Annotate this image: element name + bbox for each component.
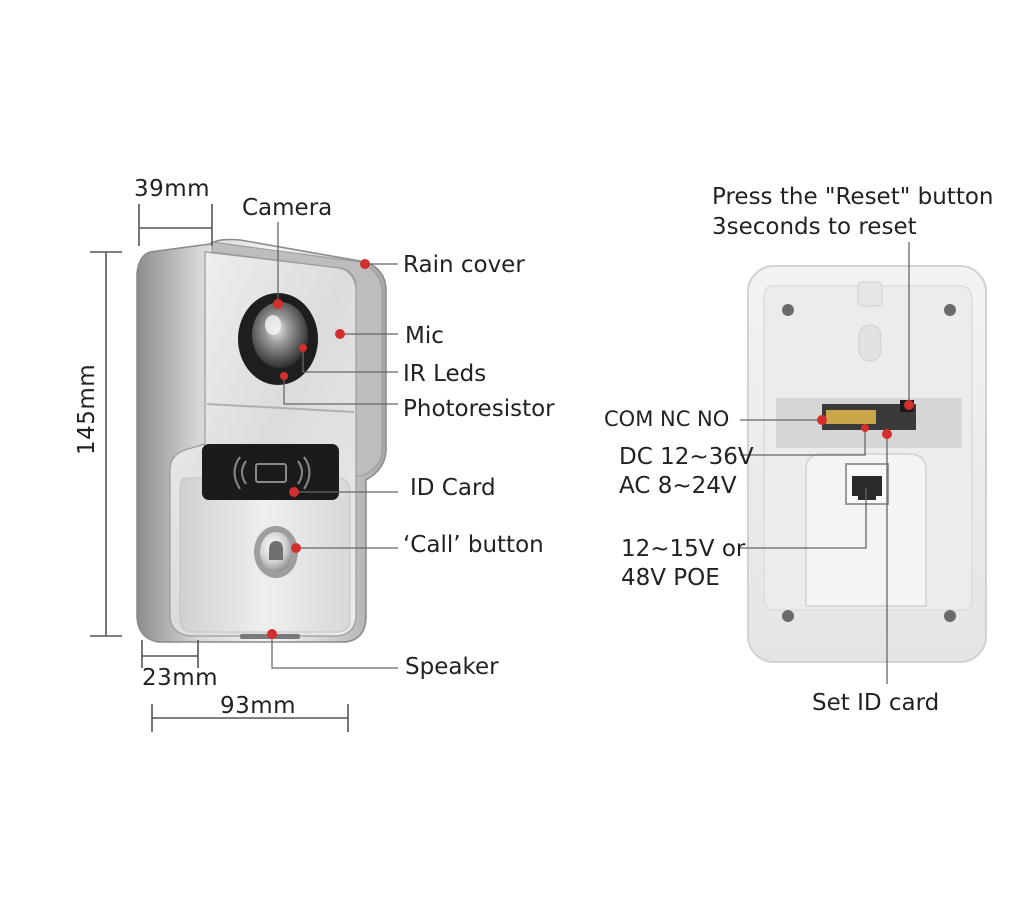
top-clip <box>857 281 883 307</box>
panel-divider <box>206 403 355 413</box>
reset-instruction-line1: Press the "Reset" button <box>712 184 994 210</box>
ir-leds-label: IR Leds <box>403 361 487 387</box>
dc-voltage-label: DC 12~36V <box>619 444 754 470</box>
terminal-screws <box>826 410 876 424</box>
height-dimension: 145mm <box>74 363 100 455</box>
ac-voltage-label: AC 8~24V <box>619 473 737 499</box>
dimension-lines <box>90 204 349 732</box>
top-slot <box>858 324 882 362</box>
callout-dots <box>267 259 914 639</box>
camera-lens <box>252 302 308 368</box>
bell-icon <box>269 541 283 560</box>
mic-label: Mic <box>405 323 444 349</box>
rj45-socket <box>852 476 882 500</box>
screw-hole-tl <box>782 304 794 316</box>
bottom-depth-dimension: 23mm <box>142 665 219 691</box>
reset-instruction-line2: 3seconds to reset <box>712 214 917 240</box>
photoresistor-label: Photoresistor <box>403 396 555 422</box>
front-device <box>136 238 387 643</box>
camera-label: Camera <box>242 195 333 221</box>
id-card-label: ID Card <box>410 475 496 501</box>
back-device <box>747 265 987 663</box>
com-nc-no-label: COM NC NO <box>604 407 730 431</box>
rain-cover-label: Rain cover <box>403 252 525 278</box>
poe-voltage-label-line2: 48V POE <box>621 565 720 591</box>
set-id-card-label: Set ID card <box>812 690 940 716</box>
depth-dimension: 39mm <box>134 176 211 202</box>
camera-glint <box>265 315 281 335</box>
screw-hole-br <box>944 610 956 622</box>
rfid-icon <box>233 456 311 490</box>
width-dimension: 93mm <box>220 693 297 719</box>
screw-hole-tr <box>944 304 956 316</box>
poe-voltage-label-line1: 12~15V or <box>621 536 746 562</box>
leader-lines <box>271 222 910 684</box>
screw-hole-bl <box>782 610 794 622</box>
speaker-label: Speaker <box>405 654 499 680</box>
call-button-label: ‘Call’ button <box>403 532 544 558</box>
